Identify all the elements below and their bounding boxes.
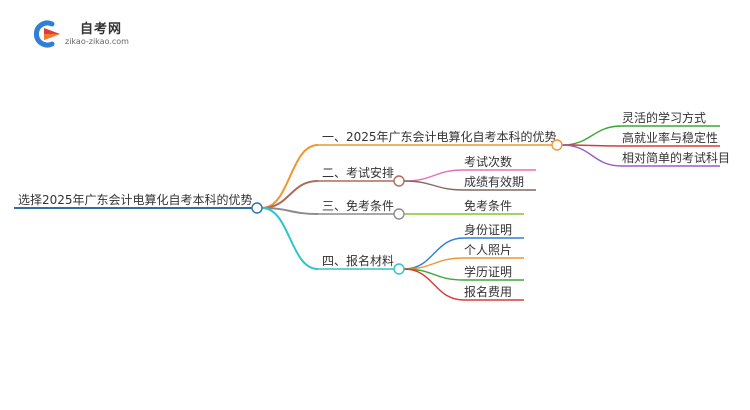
branch-label-2[interactable]: 二、考试安排 (322, 165, 394, 180)
branch-label-1[interactable]: 一、2025年广东会计电算化自考本科的优势 (322, 129, 557, 144)
logo-brand-text: 自考网 (80, 22, 123, 37)
leaf-connector-2-2 (403, 180, 465, 191)
leaf-label-4-1[interactable]: 身份证明 (464, 222, 512, 237)
branch-node-1[interactable] (551, 139, 563, 151)
leaf-connector-2-1 (403, 169, 465, 182)
leaf-label-3-1[interactable]: 免考条件 (464, 198, 512, 213)
branch-node-3[interactable] (393, 208, 405, 220)
branch-connector-2 (261, 180, 319, 209)
root-node-label[interactable]: 选择2025年广东会计电算化自考本科的优势 (18, 192, 253, 207)
leaf-label-2-2[interactable]: 成绩有效期 (464, 174, 524, 189)
site-logo[interactable]: 自考网 zikao-zikao.com (30, 18, 140, 52)
leaf-connector-1-1 (561, 125, 623, 146)
root-node[interactable] (251, 202, 263, 214)
branch-label-3[interactable]: 三、免考条件 (322, 198, 394, 213)
branch-node-4[interactable] (393, 263, 405, 275)
leaf-label-4-2[interactable]: 个人照片 (464, 243, 512, 257)
leaf-connector-1-3 (561, 144, 623, 167)
leaf-label-4-3[interactable]: 学历证明 (464, 264, 512, 279)
leaf-label-1-3[interactable]: 相对简单的考试科目 (622, 150, 730, 165)
leaf-label-2-1[interactable]: 考试次数 (464, 154, 512, 169)
leaf-label-1-1[interactable]: 灵活的学习方式 (622, 110, 706, 125)
branch-label-4[interactable]: 四、报名材料 (322, 253, 394, 268)
leaf-connector-4-1 (403, 237, 465, 270)
branch-connector-4 (261, 207, 319, 270)
logo-mark-icon (33, 20, 60, 48)
logo-domain-text: zikao-zikao.com (65, 37, 129, 46)
branch-connector-1 (261, 144, 319, 209)
leaf-connector-4-4 (403, 268, 465, 301)
leaf-label-1-2[interactable]: 高就业率与稳定性 (622, 130, 718, 145)
leaf-label-4-4[interactable]: 报名费用 (464, 284, 512, 299)
branch-node-2[interactable] (393, 175, 405, 187)
